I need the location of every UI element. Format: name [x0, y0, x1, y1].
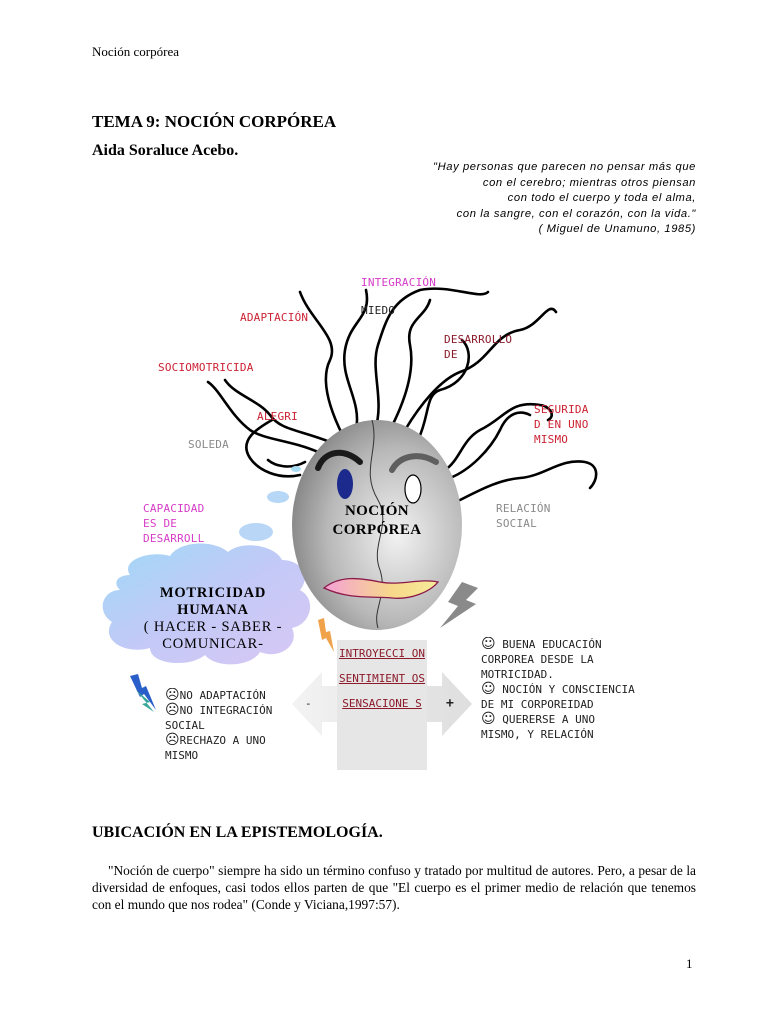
cloud-line: COMUNICAR-	[162, 636, 264, 652]
cloud-shape	[102, 543, 311, 665]
center-concepts-box: INTROYECCI ON SENTIMIENT OS SENSACIONE S	[337, 640, 427, 770]
list-item: ☺ QUERERSE A UNO MISMO, Y RELACIÓN	[481, 712, 641, 742]
cloud-line: HUMANA	[177, 602, 249, 618]
face-oval	[292, 420, 462, 630]
list-item-text: NO ADAPTACIÓN	[179, 689, 266, 702]
label-integracion: INTEGRACIÓN	[361, 276, 437, 289]
face-crack	[369, 419, 384, 629]
label-relacion-social: RELACIÓN SOCIAL	[496, 501, 551, 531]
cloud-line: ( HACER - SABER -	[143, 619, 283, 635]
label-line: DESARROLL	[143, 532, 205, 545]
mouth	[322, 577, 440, 599]
label-capacidades: CAPACIDAD ES DE DESARROLL	[143, 501, 204, 546]
epigraph-quote: "Hay personas que parecen no pensar más …	[336, 160, 696, 238]
list-item: ☹NO INTEGRACIÓN SOCIAL	[165, 703, 285, 733]
label-soledad: SOLEDA	[188, 438, 229, 451]
negative-outcomes-list: ☹NO ADAPTACIÓN ☹NO INTEGRACIÓN SOCIAL ☹R…	[165, 688, 285, 798]
label-line: MISMO	[534, 433, 569, 446]
label-adaptacion: ADAPTACIÓN	[240, 311, 309, 324]
label-alegria: ALEGRI	[257, 410, 298, 423]
lightning-blue-icon	[130, 674, 156, 710]
list-item: ☹NO ADAPTACIÓN	[165, 688, 285, 703]
left-eyebrow	[315, 450, 363, 471]
face-title-line: CORPÓREA	[332, 522, 422, 538]
body-paragraph: "Noción de cuerpo" siempre ha sido un té…	[92, 863, 696, 912]
sad-face-icon: ☹	[165, 688, 180, 703]
label-desarrollo: DESARROLLO DE	[444, 332, 512, 362]
cloud-text: MOTRICIDAD HUMANA ( HACER - SABER - COMU…	[118, 585, 308, 653]
lightning-right-icon	[440, 582, 478, 628]
quote-citation: ( Miguel de Unamuno, 1985)	[538, 223, 696, 235]
list-item-text: RECHAZO A UNO MISMO	[165, 734, 266, 762]
happy-face-icon: ☺	[481, 711, 496, 727]
arrow-plus-sign: +	[446, 696, 455, 711]
label-miedo: MIEDO	[361, 304, 396, 317]
sad-face-icon: ☹	[165, 702, 180, 718]
quote-line: con la sangre, con el corazón, con la vi…	[456, 207, 696, 220]
label-line: SOCIAL	[496, 517, 537, 530]
page-title: TEMA 9: NOCIÓN CORPÓREA	[92, 112, 337, 131]
list-item-text: NO INTEGRACIÓN SOCIAL	[165, 704, 273, 732]
list-item-text: NOCIÓN Y CONSCIENCIA DE MI CORPOREIDAD	[481, 683, 635, 711]
thought-bubble-large	[239, 523, 273, 541]
page-number: 1	[686, 956, 693, 971]
label-line: SEGURIDA	[534, 403, 589, 416]
thought-bubble-small	[291, 466, 301, 472]
list-item-text: BUENA EDUCACIÓN CORPOREA DESDE LA MOTRIC…	[481, 638, 602, 681]
sad-face-icon: ☹	[165, 732, 180, 748]
label-line: D EN UNO	[534, 418, 589, 431]
lightning-orange-icon	[318, 618, 334, 652]
happy-face-icon: ☺	[481, 637, 496, 652]
right-eye	[404, 474, 422, 504]
label-line: RELACIÓN	[496, 502, 551, 515]
list-item: ☺ BUENA EDUCACIÓN CORPOREA DESDE LA MOTR…	[481, 637, 641, 682]
label-sociomotricidad: SOCIOMOTRICIDA	[158, 361, 254, 374]
quote-line: con todo el cuerpo y toda el alma,	[507, 192, 696, 204]
left-eye	[337, 469, 353, 499]
face-title: NOCIÓN CORPÓREA	[318, 502, 436, 540]
positive-outcomes-list: ☺ BUENA EDUCACIÓN CORPOREA DESDE LA MOTR…	[481, 637, 641, 783]
lightning-blue-icon-2	[136, 690, 154, 712]
hair-strands	[206, 287, 598, 502]
label-line: ES DE	[143, 517, 178, 530]
right-eyebrow	[389, 453, 439, 473]
label-line: DE	[444, 348, 458, 361]
label-line: DESARROLLO	[444, 333, 513, 346]
center-item: INTROYECCI ON	[338, 647, 426, 660]
list-item: ☹RECHAZO A UNO MISMO	[165, 733, 285, 763]
author-name: Aida Soraluce Acebo.	[92, 142, 239, 159]
thought-bubble-medium	[267, 491, 289, 503]
label-line: CAPACIDAD	[143, 502, 205, 515]
page-header: Noción corpórea	[92, 44, 179, 59]
list-item-text: QUERERSE A UNO MISMO, Y RELACIÓN	[481, 713, 595, 741]
center-item: SENTIMIENT OS	[338, 672, 426, 685]
section-title: UBICACIÓN EN LA EPISTEMOLOGÍA.	[92, 824, 383, 841]
cloud-line: MOTRICIDAD	[159, 585, 267, 601]
quote-line: con el cerebro; mientras otros piensan	[482, 176, 696, 189]
list-item: ☺ NOCIÓN Y CONSCIENCIA DE MI CORPOREIDAD	[481, 682, 641, 712]
label-seguridad: SEGURIDA D EN UNO MISMO	[534, 402, 589, 447]
happy-face-icon: ☺	[481, 681, 496, 697]
arrow-minus-sign: -	[305, 697, 312, 710]
quote-line: "Hay personas que parecen no pensar más …	[433, 161, 696, 173]
center-item: SENSACIONE S	[342, 697, 422, 710]
face-title-line: NOCIÓN	[344, 503, 410, 519]
